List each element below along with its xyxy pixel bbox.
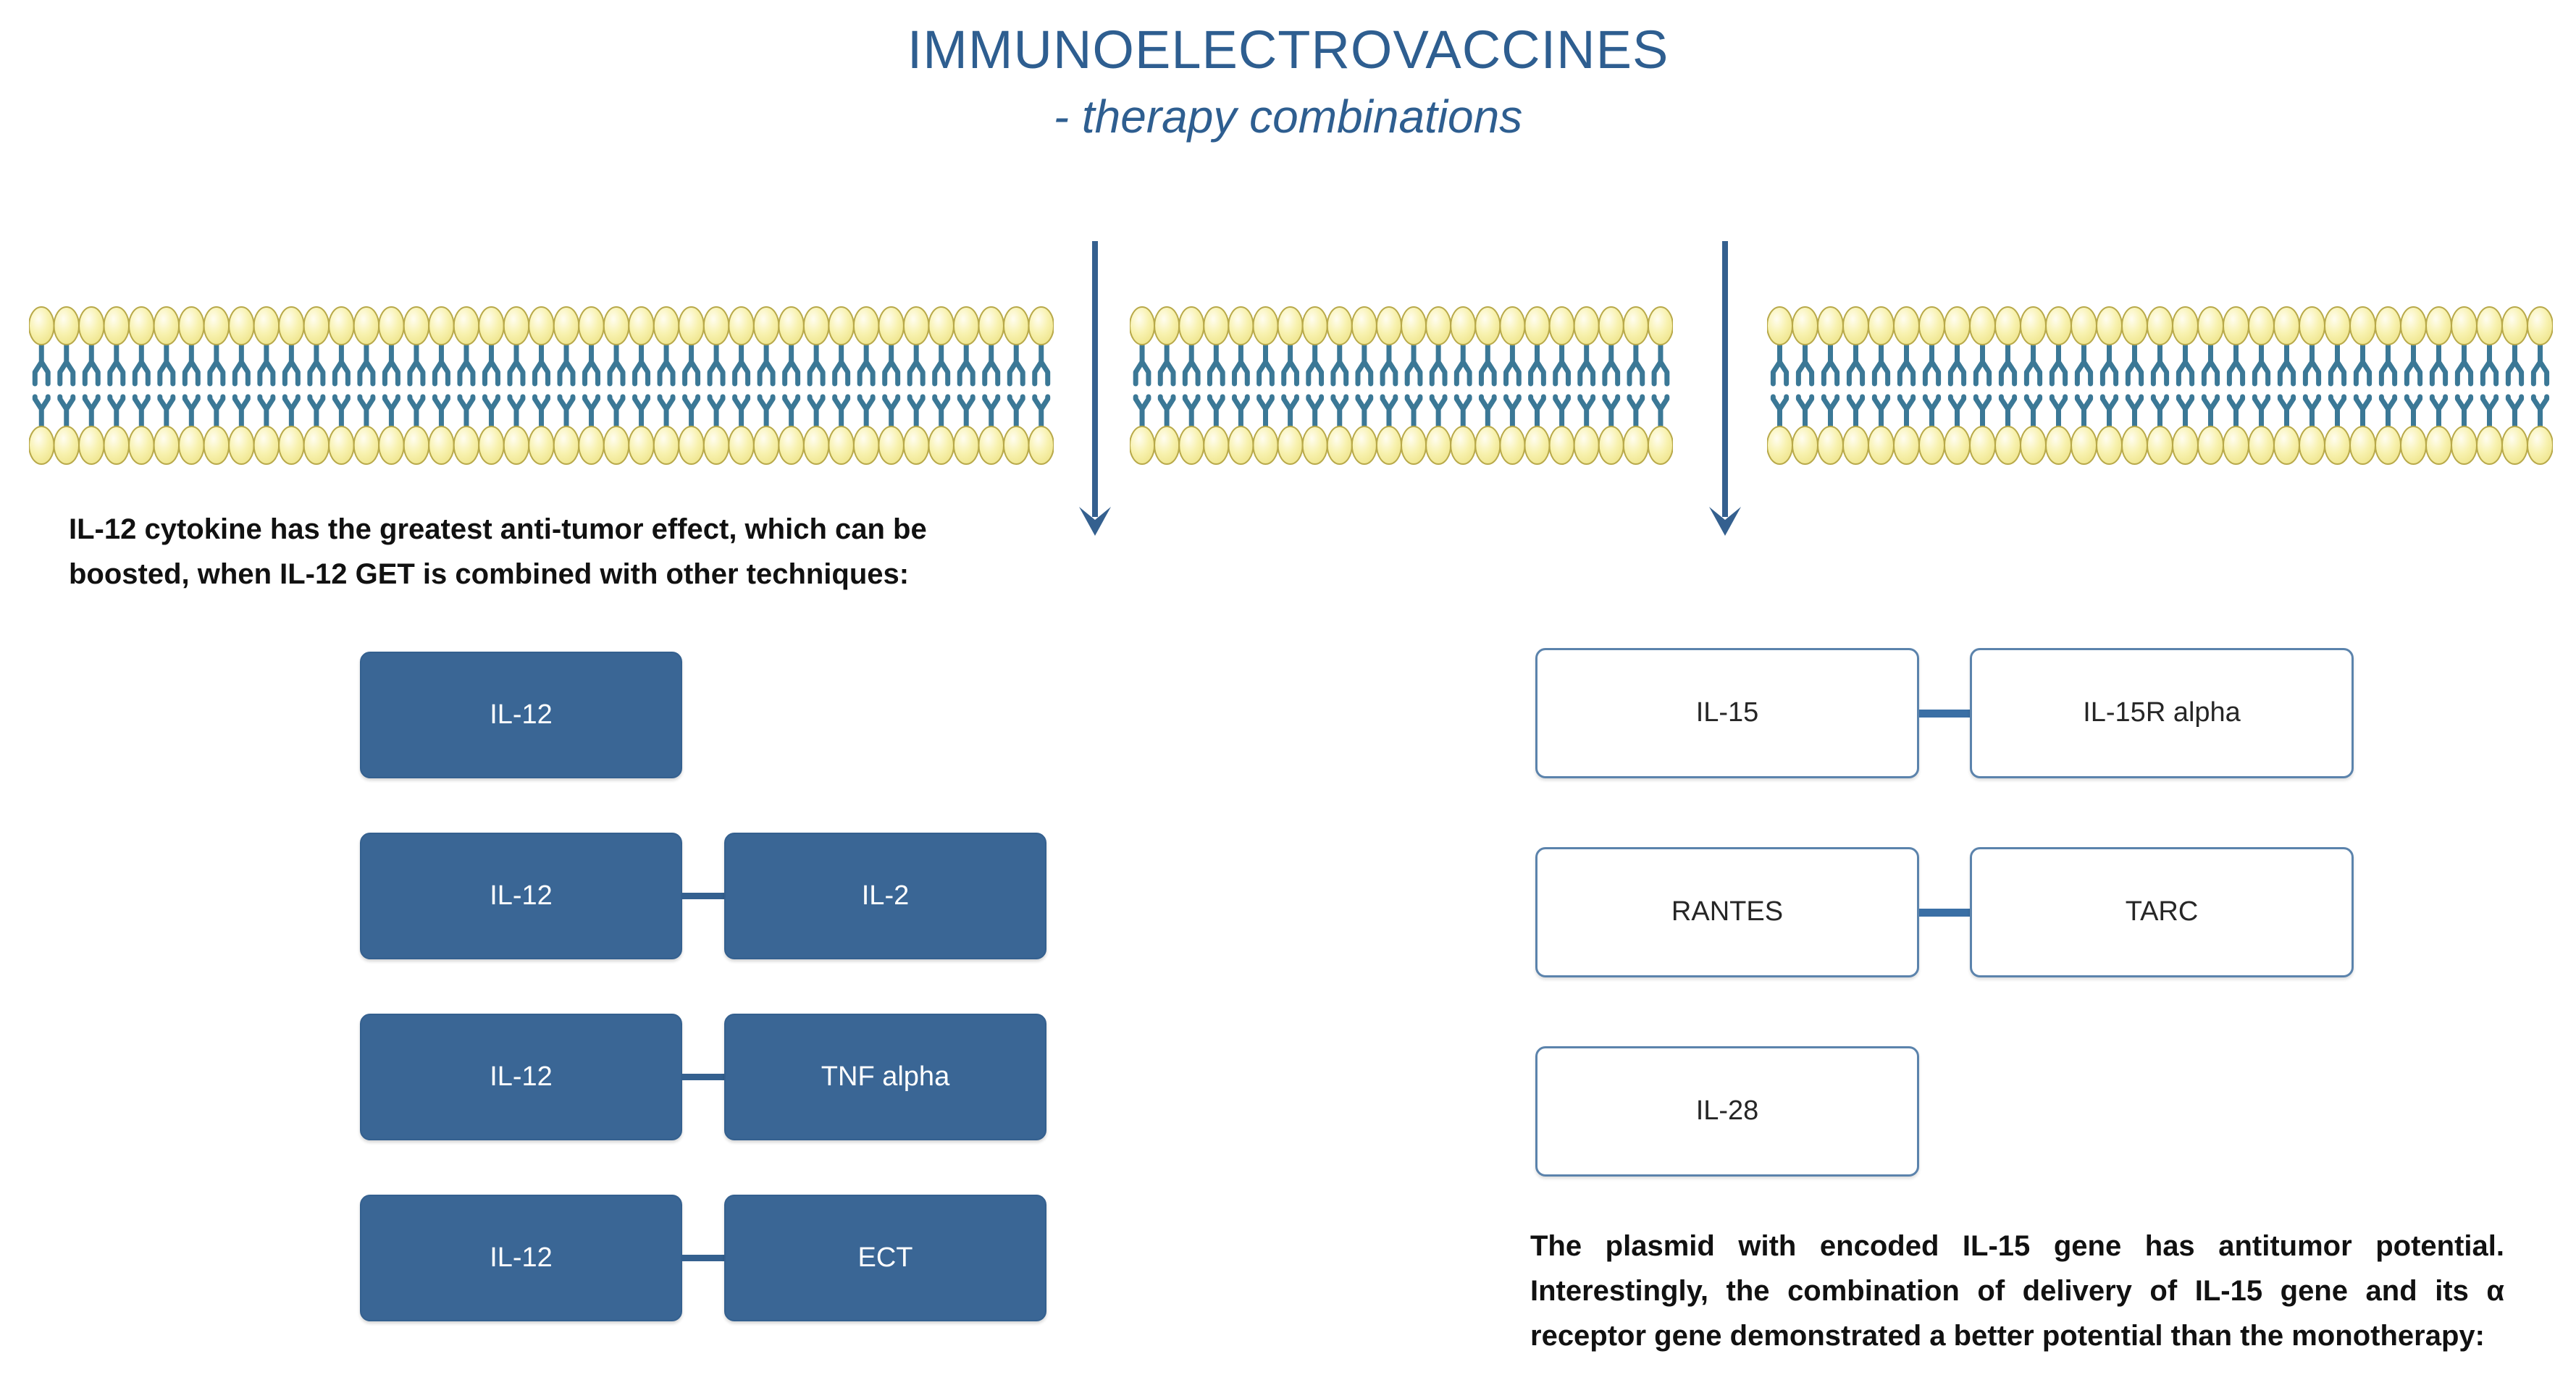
membrane-right xyxy=(1767,304,2553,467)
left-combo-node-secondary[interactable]: IL-2 xyxy=(724,833,1046,959)
right-combo-row: IL-15 IL-15R alpha xyxy=(1535,648,2354,778)
right-combo-node-secondary[interactable]: IL-15R alpha xyxy=(1970,648,2354,778)
left-combo-node-secondary[interactable]: ECT xyxy=(724,1195,1046,1321)
left-paragraph: IL-12 cytokine has the greatest anti-tum… xyxy=(69,513,927,590)
right-combo-row: RANTES TARC xyxy=(1535,847,2354,977)
left-combo-node-primary[interactable]: IL-12 xyxy=(360,833,682,959)
page-title: IMMUNOELECTROVACCINES xyxy=(907,20,1669,80)
right-combo-connector xyxy=(1919,709,1970,718)
left-combo-row: IL-12 ECT xyxy=(360,1195,1046,1321)
title-block: IMMUNOELECTROVACCINES - therapy combinat… xyxy=(0,20,2576,145)
arrow-left xyxy=(1070,241,1120,539)
right-combo-row: IL-28 xyxy=(1535,1046,1919,1177)
membrane-middle xyxy=(1130,304,1673,467)
arrow-right xyxy=(1700,241,1750,539)
right-combo-node-secondary[interactable]: TARC xyxy=(1970,847,2354,977)
left-combo-node-primary[interactable]: IL-12 xyxy=(360,1014,682,1140)
left-combo-connector xyxy=(682,1255,724,1261)
left-combo-row: IL-12 IL-2 xyxy=(360,833,1046,959)
left-combo-node-primary[interactable]: IL-12 xyxy=(360,652,682,778)
right-combo-node-primary[interactable]: RANTES xyxy=(1535,847,1919,977)
right-combo-node-primary[interactable]: IL-28 xyxy=(1535,1046,1919,1177)
right-paragraph: The plasmid with encoded IL-15 gene has … xyxy=(1530,1230,2504,1352)
left-combo-node-primary[interactable]: IL-12 xyxy=(360,1195,682,1321)
left-combo-connector xyxy=(682,893,724,899)
left-combo-row: IL-12 xyxy=(360,652,682,778)
membrane-left xyxy=(29,304,1054,467)
left-combo-row: IL-12 TNF alpha xyxy=(360,1014,1046,1140)
left-combo-node-secondary[interactable]: TNF alpha xyxy=(724,1014,1046,1140)
right-combo-node-primary[interactable]: IL-15 xyxy=(1535,648,1919,778)
right-combo-connector xyxy=(1919,908,1970,917)
page-subtitle: - therapy combinations xyxy=(1053,90,1523,143)
left-combo-connector xyxy=(682,1074,724,1080)
